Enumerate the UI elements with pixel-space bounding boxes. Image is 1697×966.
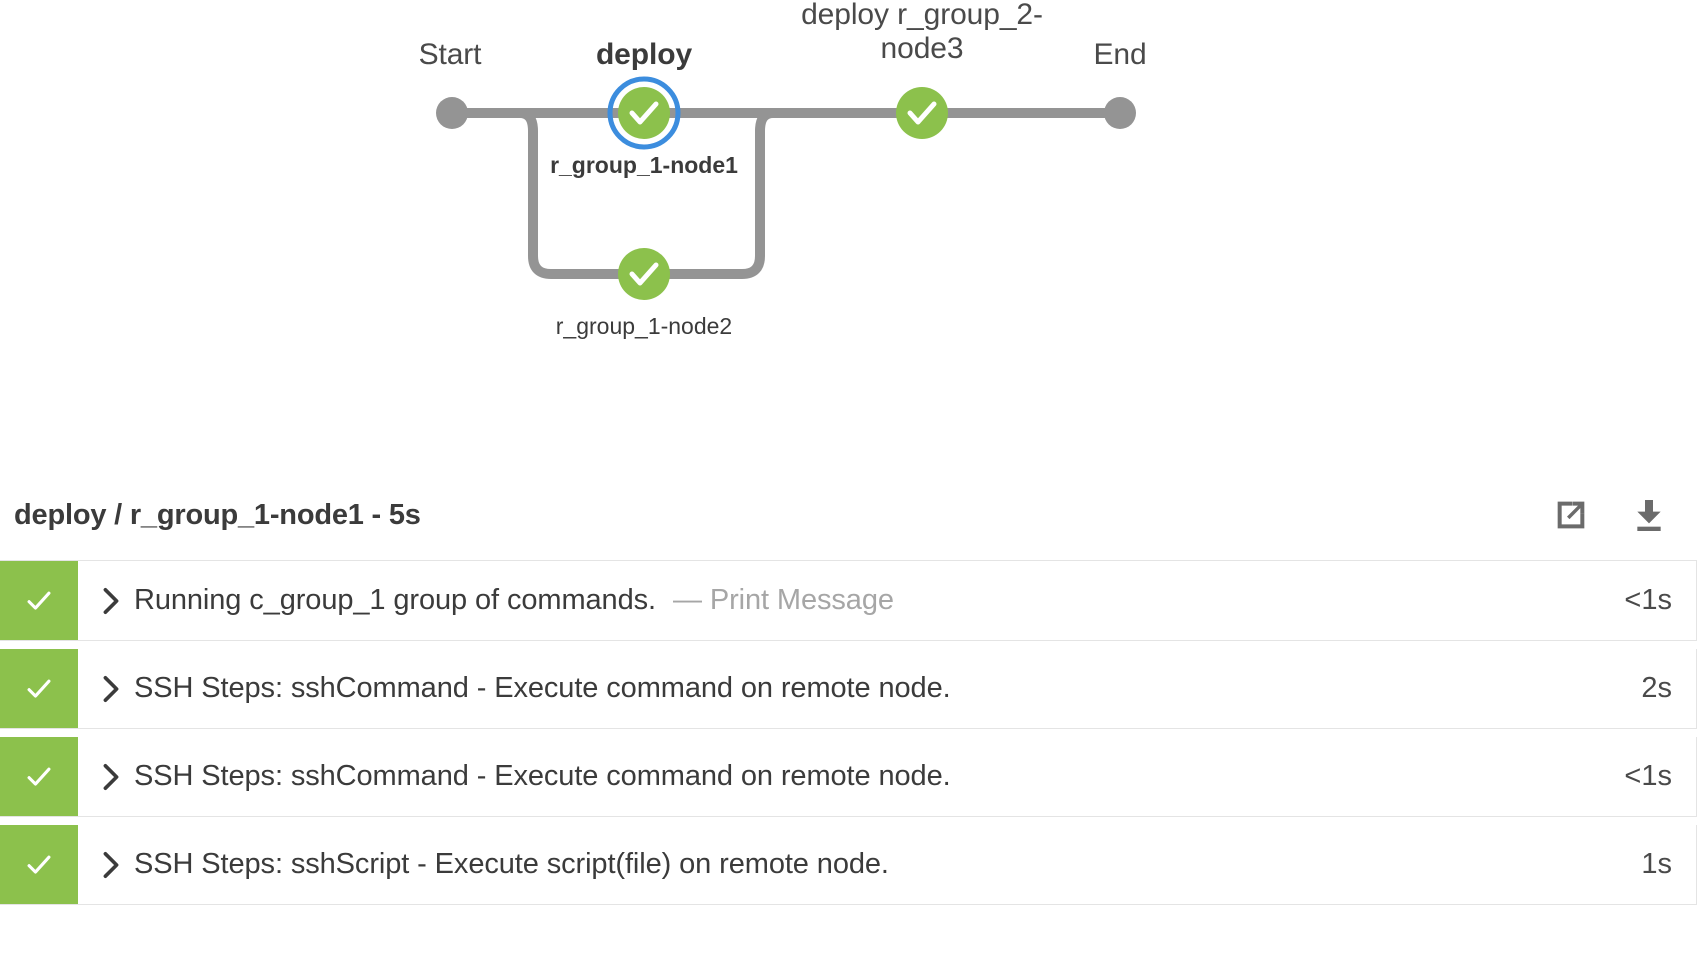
step-status-success bbox=[0, 737, 78, 816]
node-label-r_group_1-node1: r_group_1-node1 bbox=[550, 152, 738, 178]
log-title: deploy / r_group_1-node1 - 5s bbox=[14, 498, 421, 531]
step-duration: <1s bbox=[1624, 584, 1672, 616]
check-icon bbox=[27, 679, 51, 698]
node-circle bbox=[618, 248, 670, 300]
expand-step-toggle[interactable] bbox=[78, 825, 134, 904]
end-dot-icon bbox=[1104, 97, 1136, 129]
pipeline-node-r_group_1-node1[interactable] bbox=[607, 76, 681, 150]
node-circle bbox=[618, 87, 670, 139]
check-icon bbox=[27, 855, 51, 874]
step-message: SSH Steps: sshCommand - Execute command … bbox=[134, 760, 951, 792]
log-header: deploy / r_group_1-node1 - 5s bbox=[0, 470, 1697, 560]
pipeline-node-deploy-r_group_2-node3[interactable] bbox=[896, 87, 948, 139]
node-label-r_group_1-node2: r_group_1-node2 bbox=[555, 313, 733, 339]
step-text: Running c_group_1 group of commands. — P… bbox=[134, 561, 1546, 640]
step-log-panel: deploy / r_group_1-node1 - 5s bbox=[0, 470, 1697, 966]
chevron-right-icon bbox=[103, 675, 119, 702]
step-duration: <1s bbox=[1624, 760, 1672, 792]
step-row[interactable]: SSH Steps: sshCommand - Execute command … bbox=[0, 737, 1697, 817]
download-icon bbox=[1637, 500, 1661, 531]
step-message: SSH Steps: sshScript - Execute script(fi… bbox=[134, 848, 889, 880]
step-message: Running c_group_1 group of commands. bbox=[134, 584, 656, 616]
open-in-new-window-button[interactable] bbox=[1549, 493, 1593, 537]
step-text: SSH Steps: sshScript - Execute script(fi… bbox=[134, 825, 1546, 904]
chevron-right-icon bbox=[103, 763, 119, 790]
start-dot-icon bbox=[436, 97, 468, 129]
expand-step-toggle[interactable] bbox=[78, 561, 134, 640]
expand-step-toggle[interactable] bbox=[78, 649, 134, 728]
stage-label-start: Start bbox=[418, 38, 482, 71]
check-icon bbox=[629, 101, 659, 125]
check-icon bbox=[907, 101, 937, 125]
step-text: SSH Steps: sshCommand - Execute command … bbox=[134, 649, 1546, 728]
stage-label-deploy[interactable]: deploy bbox=[595, 38, 693, 71]
selected-ring-icon bbox=[607, 76, 681, 150]
stage-label-end: End bbox=[1093, 38, 1147, 71]
chevron-right-icon bbox=[103, 851, 119, 878]
step-type-label: — Print Message bbox=[672, 584, 894, 616]
step-duration: 1s bbox=[1641, 848, 1672, 880]
check-icon bbox=[27, 767, 51, 786]
log-actions bbox=[1549, 493, 1679, 537]
external-link-icon bbox=[1557, 501, 1585, 529]
step-row[interactable]: Running c_group_1 group of commands. — P… bbox=[0, 561, 1697, 641]
stage-label-deploy-r_group_2-node3[interactable]: deploy r_group_2- node3 bbox=[801, 0, 1043, 65]
step-row[interactable]: SSH Steps: sshCommand - Execute command … bbox=[0, 649, 1697, 729]
steps-list: Running c_group_1 group of commands. — P… bbox=[0, 560, 1697, 905]
step-message: SSH Steps: sshCommand - Execute command … bbox=[134, 672, 951, 704]
step-text: SSH Steps: sshCommand - Execute command … bbox=[134, 737, 1546, 816]
pipeline-connectors bbox=[436, 76, 1136, 300]
pipeline-node-r_group_1-node2[interactable] bbox=[618, 248, 670, 300]
step-status-success bbox=[0, 825, 78, 904]
connector-branch-up-right bbox=[644, 108, 790, 279]
expand-step-toggle[interactable] bbox=[78, 737, 134, 816]
check-icon bbox=[27, 591, 51, 610]
chevron-right-icon bbox=[103, 587, 119, 614]
step-duration: 2s bbox=[1641, 672, 1672, 704]
step-status-success bbox=[0, 561, 78, 640]
node-circle bbox=[896, 87, 948, 139]
pipeline-graph: Start deploy deploy r_group_2- node3 End… bbox=[0, 0, 1697, 470]
step-status-success bbox=[0, 649, 78, 728]
check-icon bbox=[629, 262, 659, 286]
connector-branch-down-left bbox=[500, 108, 644, 279]
download-logs-button[interactable] bbox=[1627, 493, 1671, 537]
step-row[interactable]: SSH Steps: sshScript - Execute script(fi… bbox=[0, 825, 1697, 905]
